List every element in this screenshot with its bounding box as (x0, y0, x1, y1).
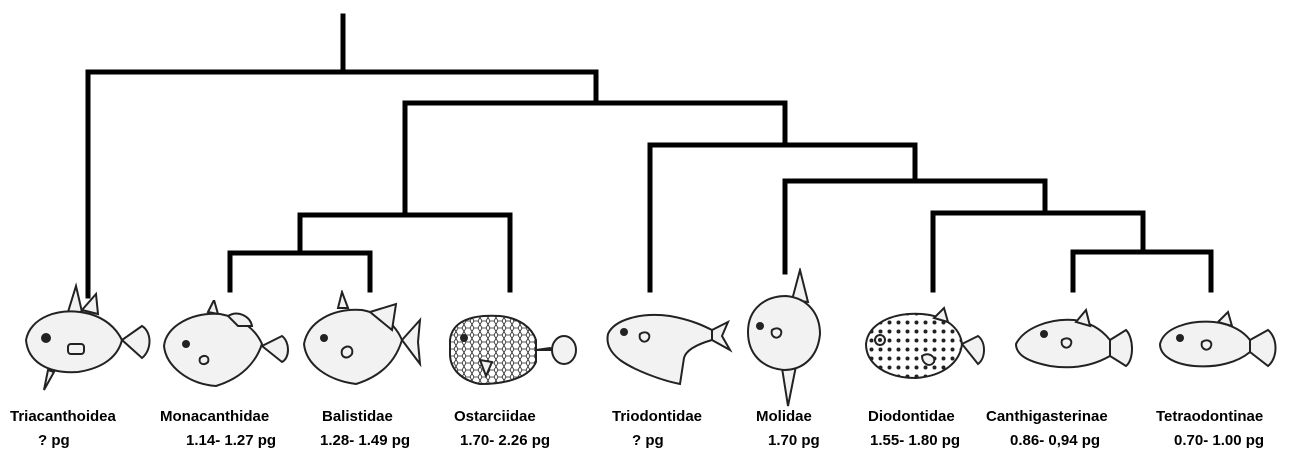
sunfish-icon (742, 268, 826, 408)
genome-size-canthigasterinae: 0.86- 0,94 pg (1010, 432, 1100, 449)
taxon-name-triodontidae: Triodontidae (612, 408, 702, 425)
three-toothed-puffer-icon (600, 300, 736, 392)
genome-size-balistidae: 1.28- 1.49 pg (320, 432, 410, 449)
taxon-name-balistidae: Balistidae (322, 408, 393, 425)
taxon-name-molidae: Molidae (756, 408, 812, 425)
triggerfish-icon (298, 290, 438, 394)
genome-size-ostarciidae: 1.70- 2.26 pg (460, 432, 550, 449)
sharpnose-puffer-icon (1010, 300, 1146, 386)
taxon-name-monacanthidae: Monacanthidae (160, 408, 269, 425)
genome-size-triodontidae: ? pg (632, 432, 664, 449)
taxon-name-ostarciidae: Ostarciidae (454, 408, 536, 425)
porcupinefish-icon (858, 300, 998, 394)
filefish-icon (158, 300, 294, 394)
boxfish-icon (440, 300, 580, 394)
taxon-name-triacanthoidea: Triacanthoidea (10, 408, 116, 425)
genome-size-molidae: 1.70 pg (768, 432, 820, 449)
taxon-name-canthigasterinae: Canthigasterinae (986, 408, 1108, 425)
pufferfish-icon (1152, 308, 1292, 384)
genome-size-diodontidae: 1.55- 1.80 pg (870, 432, 960, 449)
genome-size-triacanthoidea: ? pg (38, 432, 70, 449)
taxon-name-diodontidae: Diodontidae (868, 408, 955, 425)
genome-size-monacanthidae: 1.14- 1.27 pg (186, 432, 276, 449)
genome-size-tetraodontinae: 0.70- 1.00 pg (1174, 432, 1264, 449)
taxon-name-tetraodontinae: Tetraodontinae (1156, 408, 1263, 425)
triacanthoid-fish-icon (18, 282, 158, 394)
